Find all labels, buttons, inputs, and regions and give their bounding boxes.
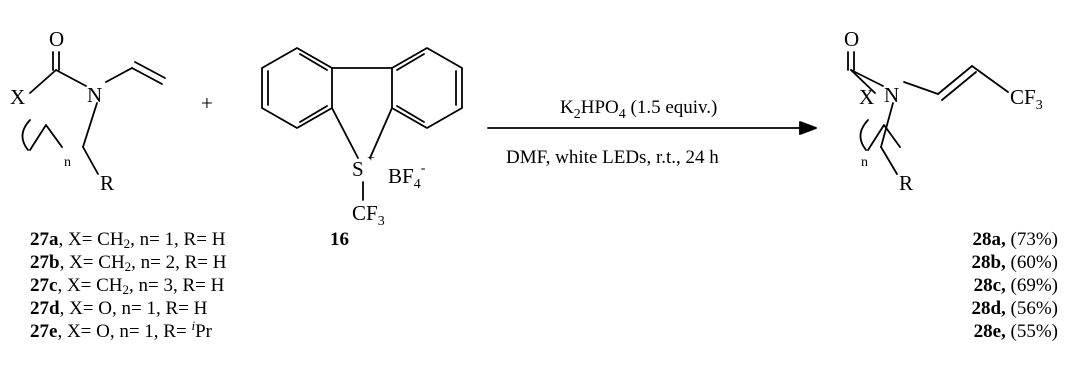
- product-28-bonds: [847, 51, 1009, 175]
- reaction-scheme: O X N n R + S + CF3 BF4- K2HPO4 (1.5 equ…: [10, 27, 1043, 228]
- sulfonium-charge: +: [367, 151, 375, 166]
- reagent-16-bonds: [261, 47, 463, 201]
- tetrafluoroborate-label: BF4-: [388, 161, 426, 192]
- product-cf3-label: CF3: [1010, 85, 1043, 113]
- product-x-label: X: [859, 85, 874, 109]
- product-entries: 28a, (73%) 28b, (60%) 28c, (69%) 28d, (5…: [918, 228, 1058, 343]
- reagent-cf3-label: CF3: [352, 201, 385, 228]
- reactant-n-label: N: [87, 83, 102, 107]
- product-o-label: O: [844, 27, 859, 51]
- reactant-entries: 27a, X= CH2, n= 1, R= H 27b, X= CH2, n= …: [30, 228, 227, 343]
- entry-28e: 28e, (55%): [973, 321, 1058, 342]
- reagent-number-label: 16: [330, 229, 349, 250]
- entry-28c: 28c, (69%): [973, 275, 1058, 296]
- entry-27b: 27b, X= CH2, n= 2, R= H: [30, 252, 227, 274]
- entry-27d: 27d, X= O, n= 1, R= H: [30, 298, 208, 319]
- reactant-n-subscript: n: [64, 155, 71, 170]
- product-n-label: N: [884, 83, 899, 107]
- reaction-arrow: [487, 121, 817, 135]
- entry-28a: 28a, (73%): [972, 229, 1058, 250]
- sulfonium-s-label: S: [352, 157, 364, 181]
- plus-sign: +: [201, 91, 213, 115]
- reactant-x-label: X: [10, 85, 25, 109]
- reagent-entry: 16: [330, 228, 349, 251]
- entry-27e: 27e, X= O, n= 1, R= iPr: [30, 318, 212, 342]
- product-r-label: R: [899, 171, 913, 195]
- entry-28b: 28b, (60%): [971, 252, 1058, 273]
- reactant-o-label: O: [49, 27, 64, 51]
- condition-base: K2HPO4 (1.5 equiv.): [560, 97, 717, 122]
- product-n-subscript: n: [861, 155, 868, 170]
- condition-solvent-light: DMF, white LEDs, r.t., 24 h: [506, 147, 719, 168]
- reactant-27-bonds: [21, 51, 166, 175]
- reactant-r-label: R: [100, 171, 114, 195]
- entry-27a: 27a, X= CH2, n= 1, R= H: [30, 229, 226, 251]
- entry-27c: 27c, X= CH2, n= 3, R= H: [30, 275, 225, 297]
- entry-28d: 28d, (56%): [971, 298, 1058, 319]
